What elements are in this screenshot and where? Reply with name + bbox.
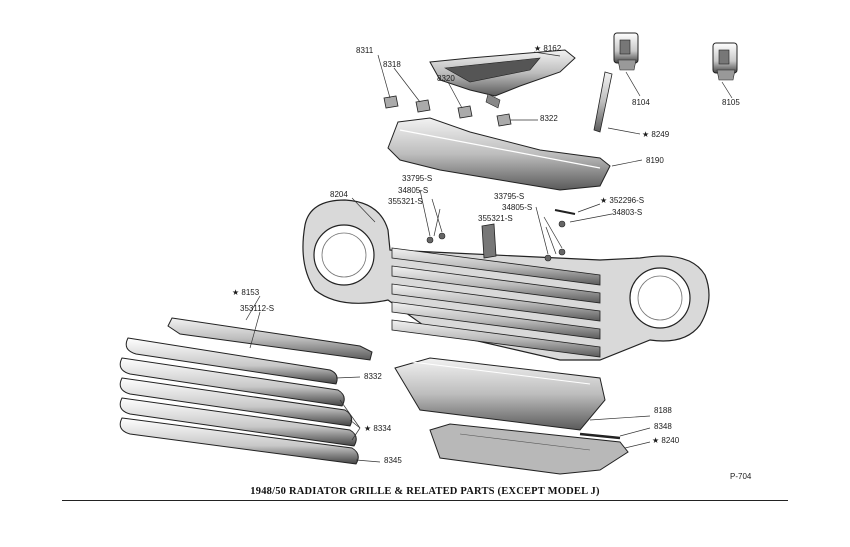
callout-8318: 8318 <box>383 60 401 69</box>
callout-8240: ★ 8240 <box>652 436 680 445</box>
callout-355321-s-right: 355321-S <box>478 214 513 223</box>
callout-8188: 8188 <box>654 406 672 415</box>
callout-8190: 8190 <box>646 156 664 165</box>
callout-353112-s: 353112-S <box>240 304 275 313</box>
callout-8249: ★ 8249 <box>642 130 670 139</box>
fastener-screws <box>426 209 576 262</box>
part-8204-grille-shell <box>302 199 710 361</box>
callout-34805-s-right: 34805-S <box>502 203 533 212</box>
callout-34805-s-left: 34805-S <box>398 186 429 195</box>
part-8240-lower-pan <box>429 423 629 475</box>
part-8162-ornament <box>429 49 576 109</box>
leader-lines <box>245 51 733 463</box>
part-8348-strip <box>579 432 621 440</box>
caption-rule <box>62 500 788 501</box>
callout-8334: ★ 8334 <box>364 424 392 433</box>
callout-8204: 8204 <box>330 190 348 199</box>
callout-8345: 8345 <box>384 456 402 465</box>
callout-8320: 8320 <box>437 74 455 83</box>
grille-bars-set <box>119 337 359 465</box>
callout-8348: 8348 <box>654 422 672 431</box>
part-8249-rod <box>593 71 613 133</box>
diagram-caption: 1948/50 RADIATOR GRILLE & RELATED PARTS … <box>250 486 600 497</box>
part-8104-bracket <box>613 32 639 71</box>
callout-8332: 8332 <box>364 372 382 381</box>
callout-355321-s-left: 355321-S <box>388 197 423 206</box>
small-clips <box>383 95 512 127</box>
part-8153-bar <box>167 317 373 361</box>
part-8188-center-panel <box>394 357 606 431</box>
callout-33795-s-left: 33795-S <box>402 174 433 183</box>
callout-33795-s-right: 33795-S <box>494 192 525 201</box>
callout-8162: ★ 8162 <box>534 44 562 53</box>
part-8105-bracket <box>712 42 738 81</box>
callout-8104: 8104 <box>632 98 650 107</box>
callout-8322: 8322 <box>540 114 558 123</box>
plate-number: P-704 <box>730 472 752 481</box>
part-8190-upper-bar <box>387 117 611 191</box>
callout-8153: ★ 8153 <box>232 288 260 297</box>
callout-352296-s: ★ 352296-S <box>600 196 645 205</box>
callout-8311: 8311 <box>356 46 374 55</box>
callout-34803-s: 34803-S <box>612 208 643 217</box>
callout-8105: 8105 <box>722 98 740 107</box>
